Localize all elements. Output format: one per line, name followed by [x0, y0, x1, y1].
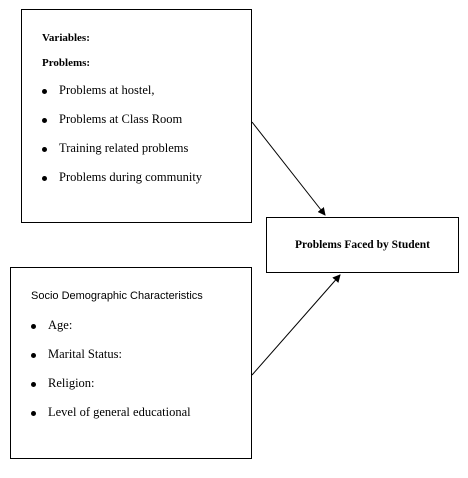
bullet-icon: [31, 411, 36, 416]
list-item: Marital Status:: [31, 347, 191, 362]
problems-list: Problems at hostel, Problems at Class Ro…: [42, 83, 202, 185]
arrow-socio-to-outcome: [251, 274, 341, 376]
variables-box: Variables: Problems: Problems at hostel,…: [21, 9, 252, 223]
socio-demographic-box: Socio Demographic Characteristics Age: M…: [10, 267, 252, 459]
list-item: Age:: [31, 318, 191, 333]
arrow-variables-to-outcome: [251, 121, 326, 216]
list-item: Problems at hostel,: [42, 83, 202, 98]
bullet-icon: [42, 176, 47, 181]
list-item: Religion:: [31, 376, 191, 391]
list-item: Problems during community: [42, 170, 202, 185]
outcome-box: Problems Faced by Student: [266, 217, 459, 273]
bullet-icon: [31, 353, 36, 358]
list-item: Problems at Class Room: [42, 112, 202, 127]
bullet-icon: [31, 324, 36, 329]
bullet-icon: [31, 382, 36, 387]
socio-list: Age: Marital Status: Religion: Level of …: [31, 318, 191, 420]
bullet-icon: [42, 147, 47, 152]
outcome-label: Problems Faced by Student: [295, 239, 430, 251]
problems-subtitle: Problems:: [42, 57, 91, 69]
variables-title: Variables:: [42, 32, 90, 44]
bullet-icon: [42, 118, 47, 123]
list-item: Training related problems: [42, 141, 202, 156]
socio-title: Socio Demographic Characteristics: [31, 290, 203, 302]
list-item: Level of general educational: [31, 405, 191, 420]
bullet-icon: [42, 89, 47, 94]
